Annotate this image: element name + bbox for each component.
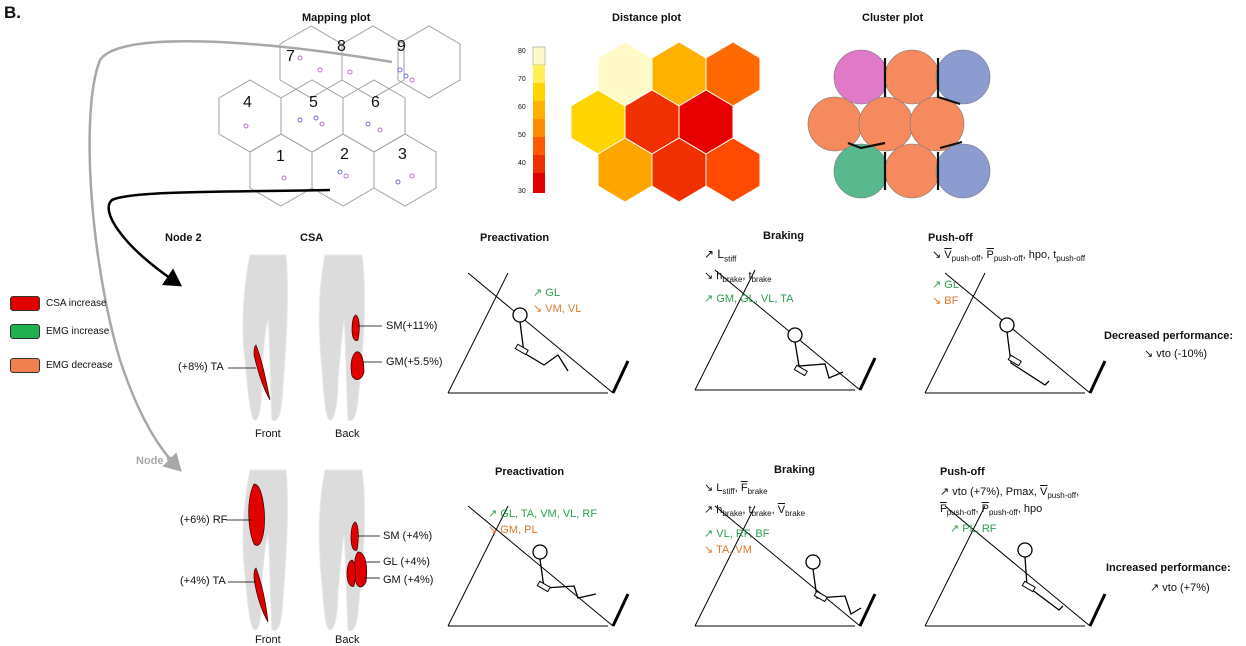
n9-ta-label: (+4%) TA [180,575,226,587]
n9-braking-orange: ↘ TA, VM [704,544,752,556]
n2-pre-green: ↗ GL [533,287,560,299]
n2-braking-line2: ↘ hbrake, tbrake [704,270,772,285]
emg-decrease-swatch [10,358,40,373]
n2-braking-line1: ↗ Lstiff [704,247,737,264]
distance-hexes [570,41,761,203]
cluster-plot-title: Cluster plot [862,12,924,24]
node2-title: Node 2 [165,232,202,244]
node9-arrow [88,39,393,472]
n2-pushoff-title: Push-off [928,232,973,244]
n2-gm-label: GM(+5.5%) [386,356,443,368]
scale-tick: 80 [518,48,526,55]
cluster-borders [847,58,963,190]
n2-braking-title: Braking [763,230,804,242]
scale-tick: 30 [518,188,526,195]
n9-sm-muscle [350,521,359,551]
cluster-circles [807,49,991,199]
n9-rf-muscle [248,483,265,546]
distance-scale [532,46,546,193]
node-number: 5 [309,94,318,111]
n9-braking-title: Braking [774,464,815,476]
n2-sm-muscle [351,314,360,342]
n9-performance-value: ↗ vto (+7%) [1150,582,1210,594]
node-number: 8 [337,38,346,55]
n2-front-label: Front [255,428,281,440]
n9-pre-orange: ↘ GM, PL [488,524,538,536]
n2-ta-label: (+8%) TA [178,361,224,373]
n9-pushoff-green: ↗ PL, RF [950,523,997,535]
csa-swatch [10,296,40,311]
n9-gm-label: GM (+4%) [383,574,434,586]
sketch-n2-pushoff [923,271,1107,395]
n2-back-label: Back [335,428,360,440]
n2-pushoff-green: ↗ GL [932,279,959,291]
n2-performance-title: Decreased performance: [1104,330,1234,342]
scale-tick: 40 [518,160,526,167]
n2-preactivation-title: Preactivation [480,232,550,244]
emg-increase-swatch [10,324,40,339]
sketch-n9-pushoff [923,504,1107,628]
node-number: 1 [276,148,285,165]
n9-rf-label: (+6%) RF [180,514,228,526]
n9-gl-label: GL (+4%) [383,556,430,568]
mapping-plot-title: Mapping plot [302,12,371,24]
sketch-n2-braking [693,268,877,392]
node-number: 4 [243,94,252,111]
mapping-plot [218,25,461,207]
distance-plot-title: Distance plot [612,12,682,24]
n9-performance-title: Increased performance: [1106,562,1231,574]
n9-front-label: Front [255,634,281,646]
legs-node2 [242,254,366,422]
n9-pushoff-title: Push-off [940,466,985,478]
n9-back-label: Back [335,634,360,646]
sketch-n9-braking [693,504,877,628]
node-number: 2 [340,146,349,163]
n9-gl-muscle [354,551,368,588]
n9-braking-line1: ↘ Lstiff, Fbrake [704,482,768,497]
node2-arrow [107,188,331,287]
scale-tick: 60 [518,104,526,111]
n9-pushoff-line2: Fpush-off, Ppush-off, hpo [940,503,1043,518]
n2-ta-muscle [253,344,271,401]
n2-gm-muscle [350,351,365,380]
n9-preactivation-title: Preactivation [495,466,565,478]
scale-tick: 70 [518,76,526,83]
n2-performance-value: ↘ vto (-10%) [1144,348,1208,360]
csa-title: CSA [300,232,324,244]
n9-braking-line2: ↗ hbrake, tbrake, Vbrake [704,504,806,519]
node-number: 3 [398,146,407,163]
n2-braking-green: ↗ GM, GL, VL, TA [704,293,794,305]
n2-pushoff-orange: ↘ BF [932,295,959,307]
n9-pushoff-line1: ↗ vto (+7%), Pmax, Vpush-off, [940,486,1080,501]
node-number: 7 [286,48,295,65]
legend-emg-increase: EMG increase [10,324,109,339]
n2-pre-orange: ↘ VM, VL [533,303,582,315]
n2-sm-label: SM(+11%) [386,320,438,332]
panel-label: B. [4,3,21,22]
n9-ta-muscle [253,567,269,623]
n9-pre-green: ↗ GL, TA, VM, VL, RF [488,508,598,520]
mapping-dots [243,55,415,185]
node9-title: Node 9 [136,455,173,467]
node-number: 6 [371,94,380,111]
scale-tick: 50 [518,132,526,139]
sketch-n2-preactivation [446,271,630,395]
sketch-n9-preactivation [446,504,630,628]
n2-pushoff-line1: ↘ Vpush-off, Ppush-off, hpo, tpush-off [932,249,1086,264]
n9-gm-muscle [346,559,356,587]
node-number: 9 [397,38,406,55]
legend-csa-increase: CSA increase [10,296,107,311]
n9-sm-label: SM (+4%) [383,530,433,542]
n9-braking-green: ↗ VL, RF, BF [704,528,770,540]
legend-emg-decrease: EMG decrease [10,358,113,373]
